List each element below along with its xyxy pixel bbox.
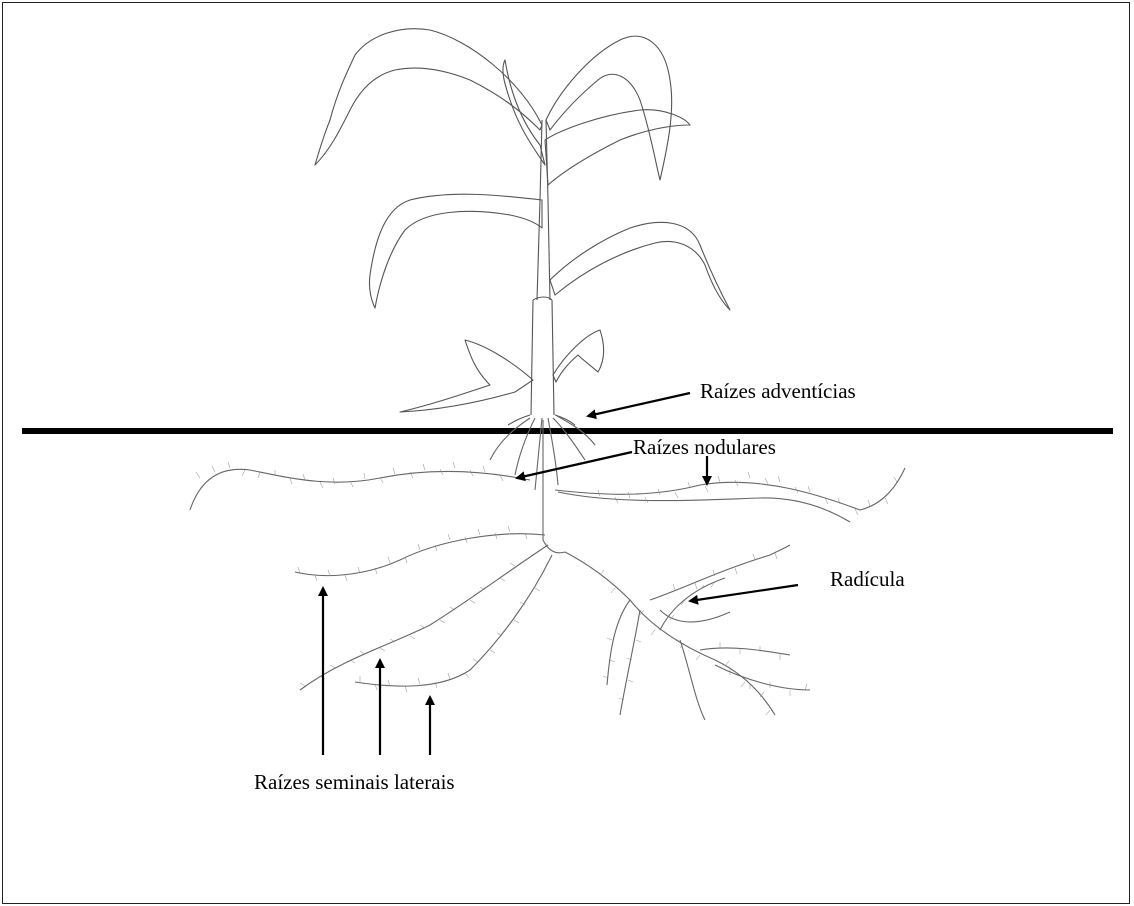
leaf (369, 194, 542, 308)
arrow-nodal (517, 452, 632, 478)
label-radicle: Radícula (830, 569, 905, 590)
nodal-root-right-2 (558, 492, 850, 522)
leaf (315, 29, 542, 165)
arrow-adventitious (588, 393, 690, 416)
stem-upper (537, 120, 550, 300)
leaf (503, 60, 545, 165)
radicle-branch (700, 648, 790, 655)
label-lateral-seminal-roots: Raízes seminais laterais (254, 772, 455, 793)
radicle-branch (715, 665, 810, 690)
radicle-branch (680, 640, 705, 720)
nodal-root-left (190, 469, 530, 510)
radicle-branch (650, 545, 790, 600)
seminal-root (295, 534, 545, 576)
radicle-branch (660, 610, 730, 622)
stem (531, 297, 554, 415)
label-nodal-roots: Raízes nodulares (633, 437, 776, 458)
leaf (545, 110, 690, 185)
leaf (400, 340, 533, 412)
arrow-radicle (690, 585, 798, 601)
label-adventitious-roots: Raízes adventícias (700, 381, 856, 402)
plant-shoot (315, 29, 730, 425)
seminal-root (300, 545, 548, 690)
radicle-branch (620, 610, 640, 715)
leaf (553, 330, 604, 382)
root-system (190, 416, 905, 720)
leaf (550, 222, 730, 310)
primary-root (543, 420, 565, 553)
radicle (565, 552, 775, 715)
radicle-branch (607, 600, 630, 685)
leaf (546, 36, 672, 180)
nodal-root-right (555, 468, 905, 510)
seminal-root (355, 555, 552, 686)
